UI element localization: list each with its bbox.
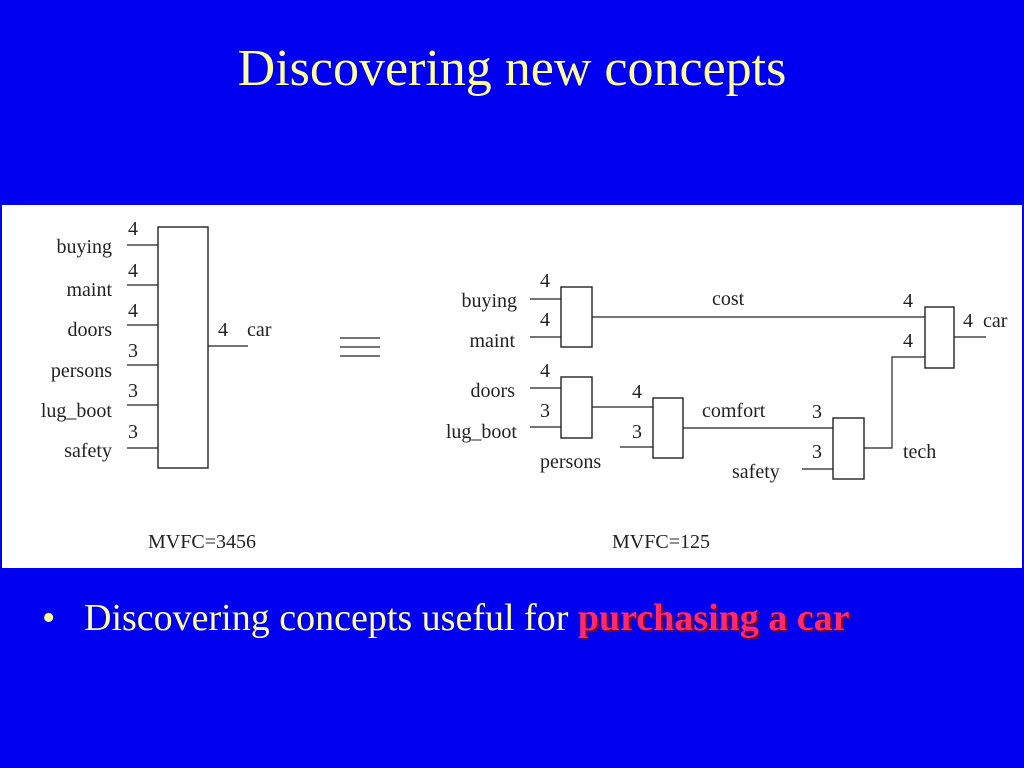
card-tech: 4: [903, 330, 913, 352]
diagram-svg: buying maint doors persons lug_boot safe…: [41, 218, 1008, 553]
left-input-card-buying: 4: [128, 218, 138, 240]
label-comfort: comfort: [702, 400, 766, 422]
bullet-plain-text: Discovering concepts useful for: [84, 597, 578, 639]
right-input-label-safety: safety: [732, 461, 780, 483]
right-input-label-doors: doors: [471, 380, 516, 402]
right-card-lug-boot: 3: [540, 400, 550, 422]
left-input-label-lug-boot: lug_boot: [41, 400, 113, 422]
right-caption-mvfc: MVFC=125: [612, 531, 710, 553]
bullet-item: • Discovering concepts useful for purcha…: [42, 592, 962, 644]
card-persons: 3: [632, 421, 642, 443]
right-input-label-lug-boot: lug_boot: [446, 421, 518, 443]
left-function: buying maint doors persons lug_boot safe…: [41, 218, 272, 553]
right-output-label: car: [983, 310, 1008, 332]
wire-tech: [864, 356, 925, 449]
right-input-label-buying: buying: [461, 290, 517, 312]
decomposition-diagram: buying maint doors persons lug_boot safe…: [2, 205, 1022, 568]
left-input-card-lug-boot: 3: [128, 380, 138, 402]
gate-tech: [832, 417, 865, 480]
label-cost: cost: [712, 288, 745, 310]
card-cost: 4: [903, 290, 913, 312]
right-decomposition: buying maint doors lug_boot persons safe…: [446, 270, 1008, 553]
card-doors-boot: 4: [632, 381, 642, 403]
bullet-text: Discovering concepts useful for purchasi…: [84, 592, 962, 644]
left-input-label-doors: doors: [68, 319, 113, 341]
left-input-label-maint: maint: [66, 279, 112, 301]
left-output-cardinality: 4: [218, 319, 228, 341]
left-output-label: car: [247, 319, 272, 341]
slide-title: Discovering new concepts: [237, 40, 787, 97]
left-input-card-persons: 3: [128, 340, 138, 362]
gate-car: [924, 306, 955, 369]
left-input-card-doors: 4: [128, 300, 138, 322]
left-input-label-persons: persons: [51, 360, 112, 382]
right-card-maint: 4: [540, 309, 550, 331]
card-comfort: 3: [812, 401, 822, 423]
bullet-marker: •: [42, 597, 56, 639]
gate-doors-boot: [560, 376, 593, 439]
left-input-label-safety: safety: [64, 440, 112, 462]
equivalence-symbol: [340, 337, 380, 357]
right-card-doors: 4: [540, 360, 550, 382]
right-card-buying: 4: [540, 270, 550, 292]
left-function-block: [157, 226, 209, 469]
left-input-card-safety: 3: [128, 421, 138, 443]
right-input-label-persons: persons: [540, 451, 601, 473]
left-caption-mvfc: MVFC=3456: [148, 531, 256, 553]
gate-cost: [560, 286, 593, 348]
gate-comfort: [652, 397, 684, 459]
right-card-safety: 3: [812, 441, 822, 463]
bullet-highlight: purchasing a car: [577, 597, 850, 639]
right-output-cardinality: 4: [963, 310, 973, 332]
left-input-card-maint: 4: [128, 260, 138, 282]
left-input-label-buying: buying: [56, 236, 112, 258]
right-input-label-maint: maint: [469, 330, 515, 352]
label-tech: tech: [903, 441, 936, 463]
